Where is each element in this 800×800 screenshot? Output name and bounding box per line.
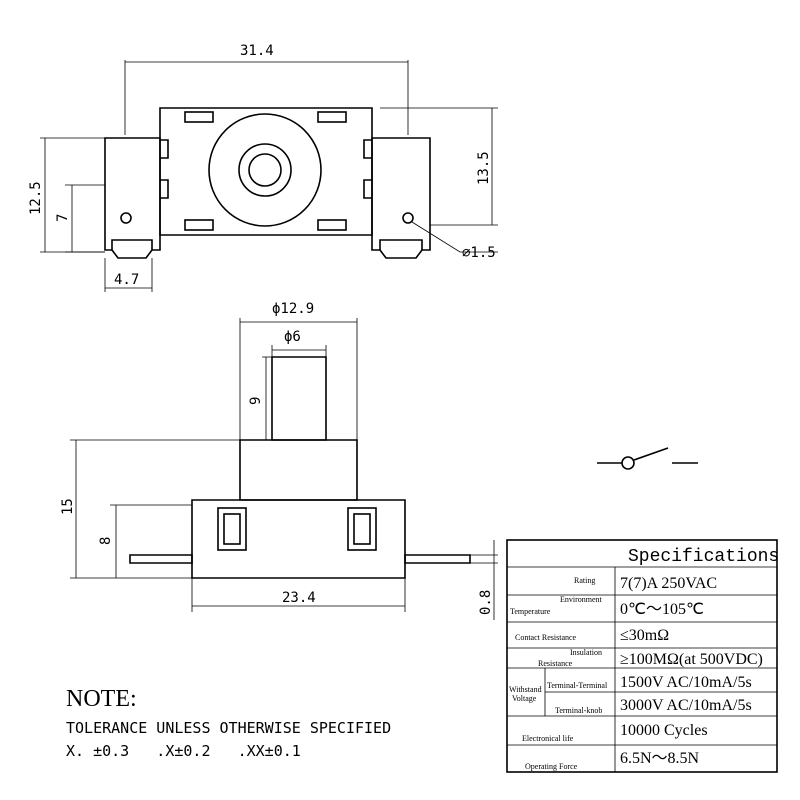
knob-outer xyxy=(208,113,322,227)
note-title: NOTE: xyxy=(66,686,137,712)
spec-label: Electronical life xyxy=(522,734,574,743)
spec-value: 1500V AC/10mA/5s xyxy=(620,674,752,691)
spec-label: Contact Resistance xyxy=(515,633,577,642)
note-line: X. ±0.3 .X±0.2 .XX±0.1 xyxy=(66,742,301,760)
spec-value: 10000 Cycles xyxy=(620,722,708,739)
switch-symbol-icon xyxy=(597,447,698,470)
spec-label: Environment xyxy=(560,595,603,604)
dim-hole-height: 7 xyxy=(55,214,71,222)
spec-label: Terminal-Terminal xyxy=(547,681,608,690)
dim-body-dia: ϕ12.9 xyxy=(272,301,314,317)
top-view: 31.4 13.5 12.5 7 4.7 ⌀1.5 xyxy=(28,43,498,292)
dim-height-right: 13.5 xyxy=(476,151,492,185)
spec-label: Temperature xyxy=(510,607,551,616)
dim-total-height: 15 xyxy=(60,498,76,515)
spec-value: ≥100MΩ(at 500VDC) xyxy=(620,651,763,668)
specs-title: Specifications xyxy=(628,547,779,567)
side-view: ϕ12.9 ϕ6 9 15 8 23.4 0.8 xyxy=(60,301,498,620)
dim-hole-dia: ⌀1.5 xyxy=(462,245,496,261)
dim-terminal-thickness: 0.8 xyxy=(478,590,494,615)
specifications-table: Specifications Rating 7(7)A 250VAC Envir… xyxy=(506,539,779,773)
dim-base-height: 8 xyxy=(98,537,114,545)
spec-label: Resistance xyxy=(538,659,573,668)
spec-value: 6.5N～8.5N xyxy=(620,750,700,767)
tolerance-note: NOTE: TOLERANCE UNLESS OTHERWISE SPECIFI… xyxy=(66,686,391,760)
dim-height-left: 12.5 xyxy=(28,181,44,215)
dim-terminal-width: 4.7 xyxy=(114,272,139,288)
spec-label: Terminal-knob xyxy=(555,706,602,715)
left-terminal xyxy=(104,137,161,251)
spec-label: Insulation xyxy=(570,648,602,657)
spec-value: 7(7)A 250VAC xyxy=(620,575,717,592)
dim-stem-height: 9 xyxy=(248,397,264,405)
spec-label: Rating xyxy=(574,576,595,585)
hole-icon xyxy=(402,212,414,224)
terminals xyxy=(129,554,471,564)
note-line: TOLERANCE UNLESS OTHERWISE SPECIFIED xyxy=(66,719,391,737)
dim-base-width: 23.4 xyxy=(282,590,316,606)
spec-value: ≤30mΩ xyxy=(620,627,669,644)
spec-label: Operating Force xyxy=(525,762,578,771)
hole-icon xyxy=(120,212,132,224)
spec-label: Voltage xyxy=(512,694,537,703)
spec-value: 3000V AC/10mA/5s xyxy=(620,697,752,714)
spec-label: Withstand xyxy=(509,685,542,694)
spec-value: 0℃～105℃ xyxy=(620,601,704,618)
dim-width: 31.4 xyxy=(240,43,274,59)
stem xyxy=(271,356,327,441)
dim-stem-dia: ϕ6 xyxy=(284,329,301,345)
right-terminal xyxy=(371,137,431,251)
